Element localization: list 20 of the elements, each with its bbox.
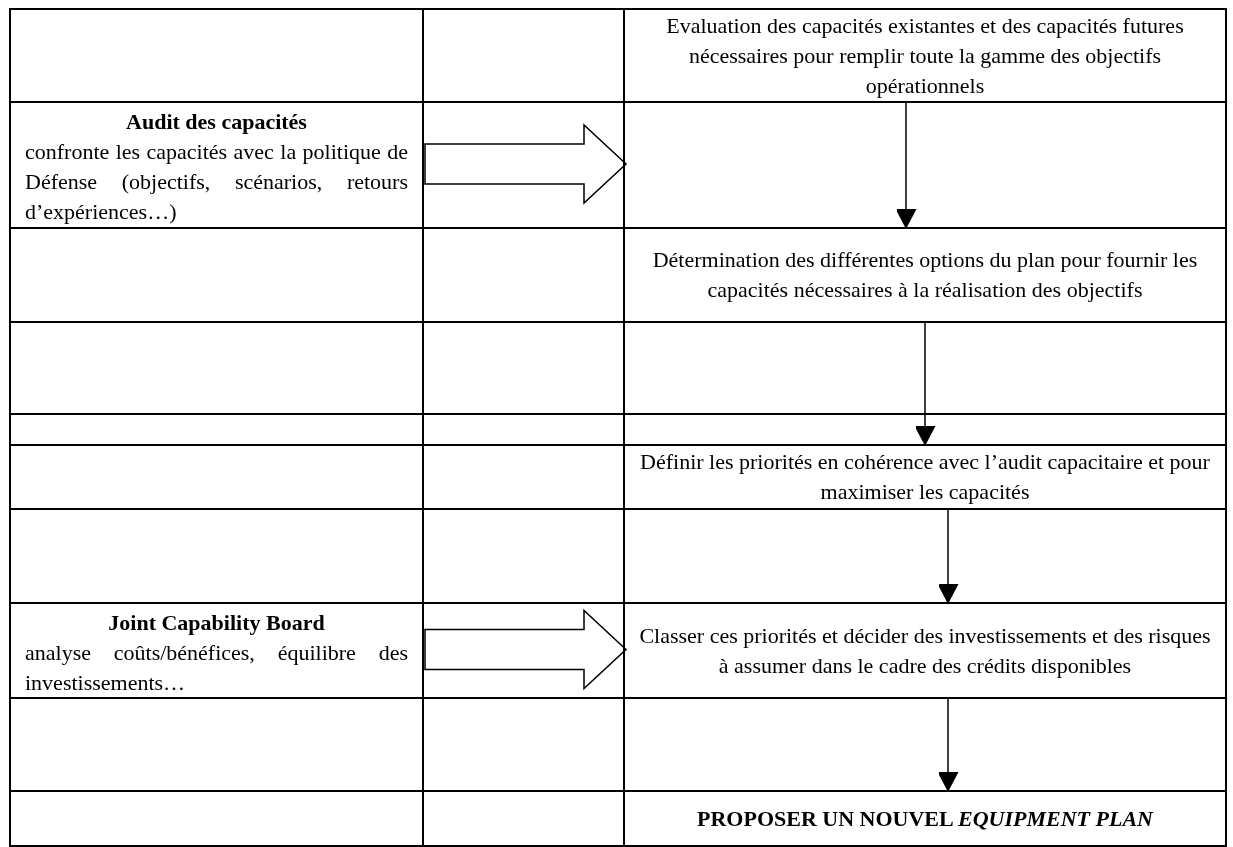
step-text: PROPOSER UN NOUVEL EQUIPMENT PLAN	[696, 804, 1155, 833]
cell-heading: Audit des capacités	[125, 108, 308, 136]
table-cell	[11, 103, 424, 229]
table-cell	[625, 792, 1227, 847]
step-text: Classer ces priorités et décider des investissements et des risques à assumer dans le cadre des crédits disponibles	[638, 621, 1212, 680]
arrow	[914, 322, 936, 447]
step-text: Evaluation des capacités existantes et des capacités futures nécessaires pour remplir toute la gamme des objectifs opérationnels	[665, 11, 1185, 100]
table-cell	[625, 10, 1227, 103]
arrow	[937, 698, 959, 793]
cell-text: analyse coûts/bénéfices, équilibre des investissements…	[25, 639, 408, 697]
step-text: Détermination des différentes options du plan pour fournir les capacités nécessaires à la réalisation des objectifs	[651, 246, 1199, 304]
table-cell	[625, 604, 1227, 699]
step-text: Définir les priorités en cohérence avec l’audit capacitaire et pour maximiser les capacités	[639, 448, 1211, 506]
block-arrow	[424, 123, 628, 205]
cell-text: confronte les capacités avec la politique de Défense (objectifs, scénarios, retours d’expériences…)	[25, 138, 408, 226]
table-cell	[11, 604, 424, 699]
cell-heading: Joint Capability Board	[107, 609, 326, 637]
table-cell	[625, 229, 1227, 323]
arrow	[895, 102, 917, 230]
arrow	[937, 509, 959, 605]
